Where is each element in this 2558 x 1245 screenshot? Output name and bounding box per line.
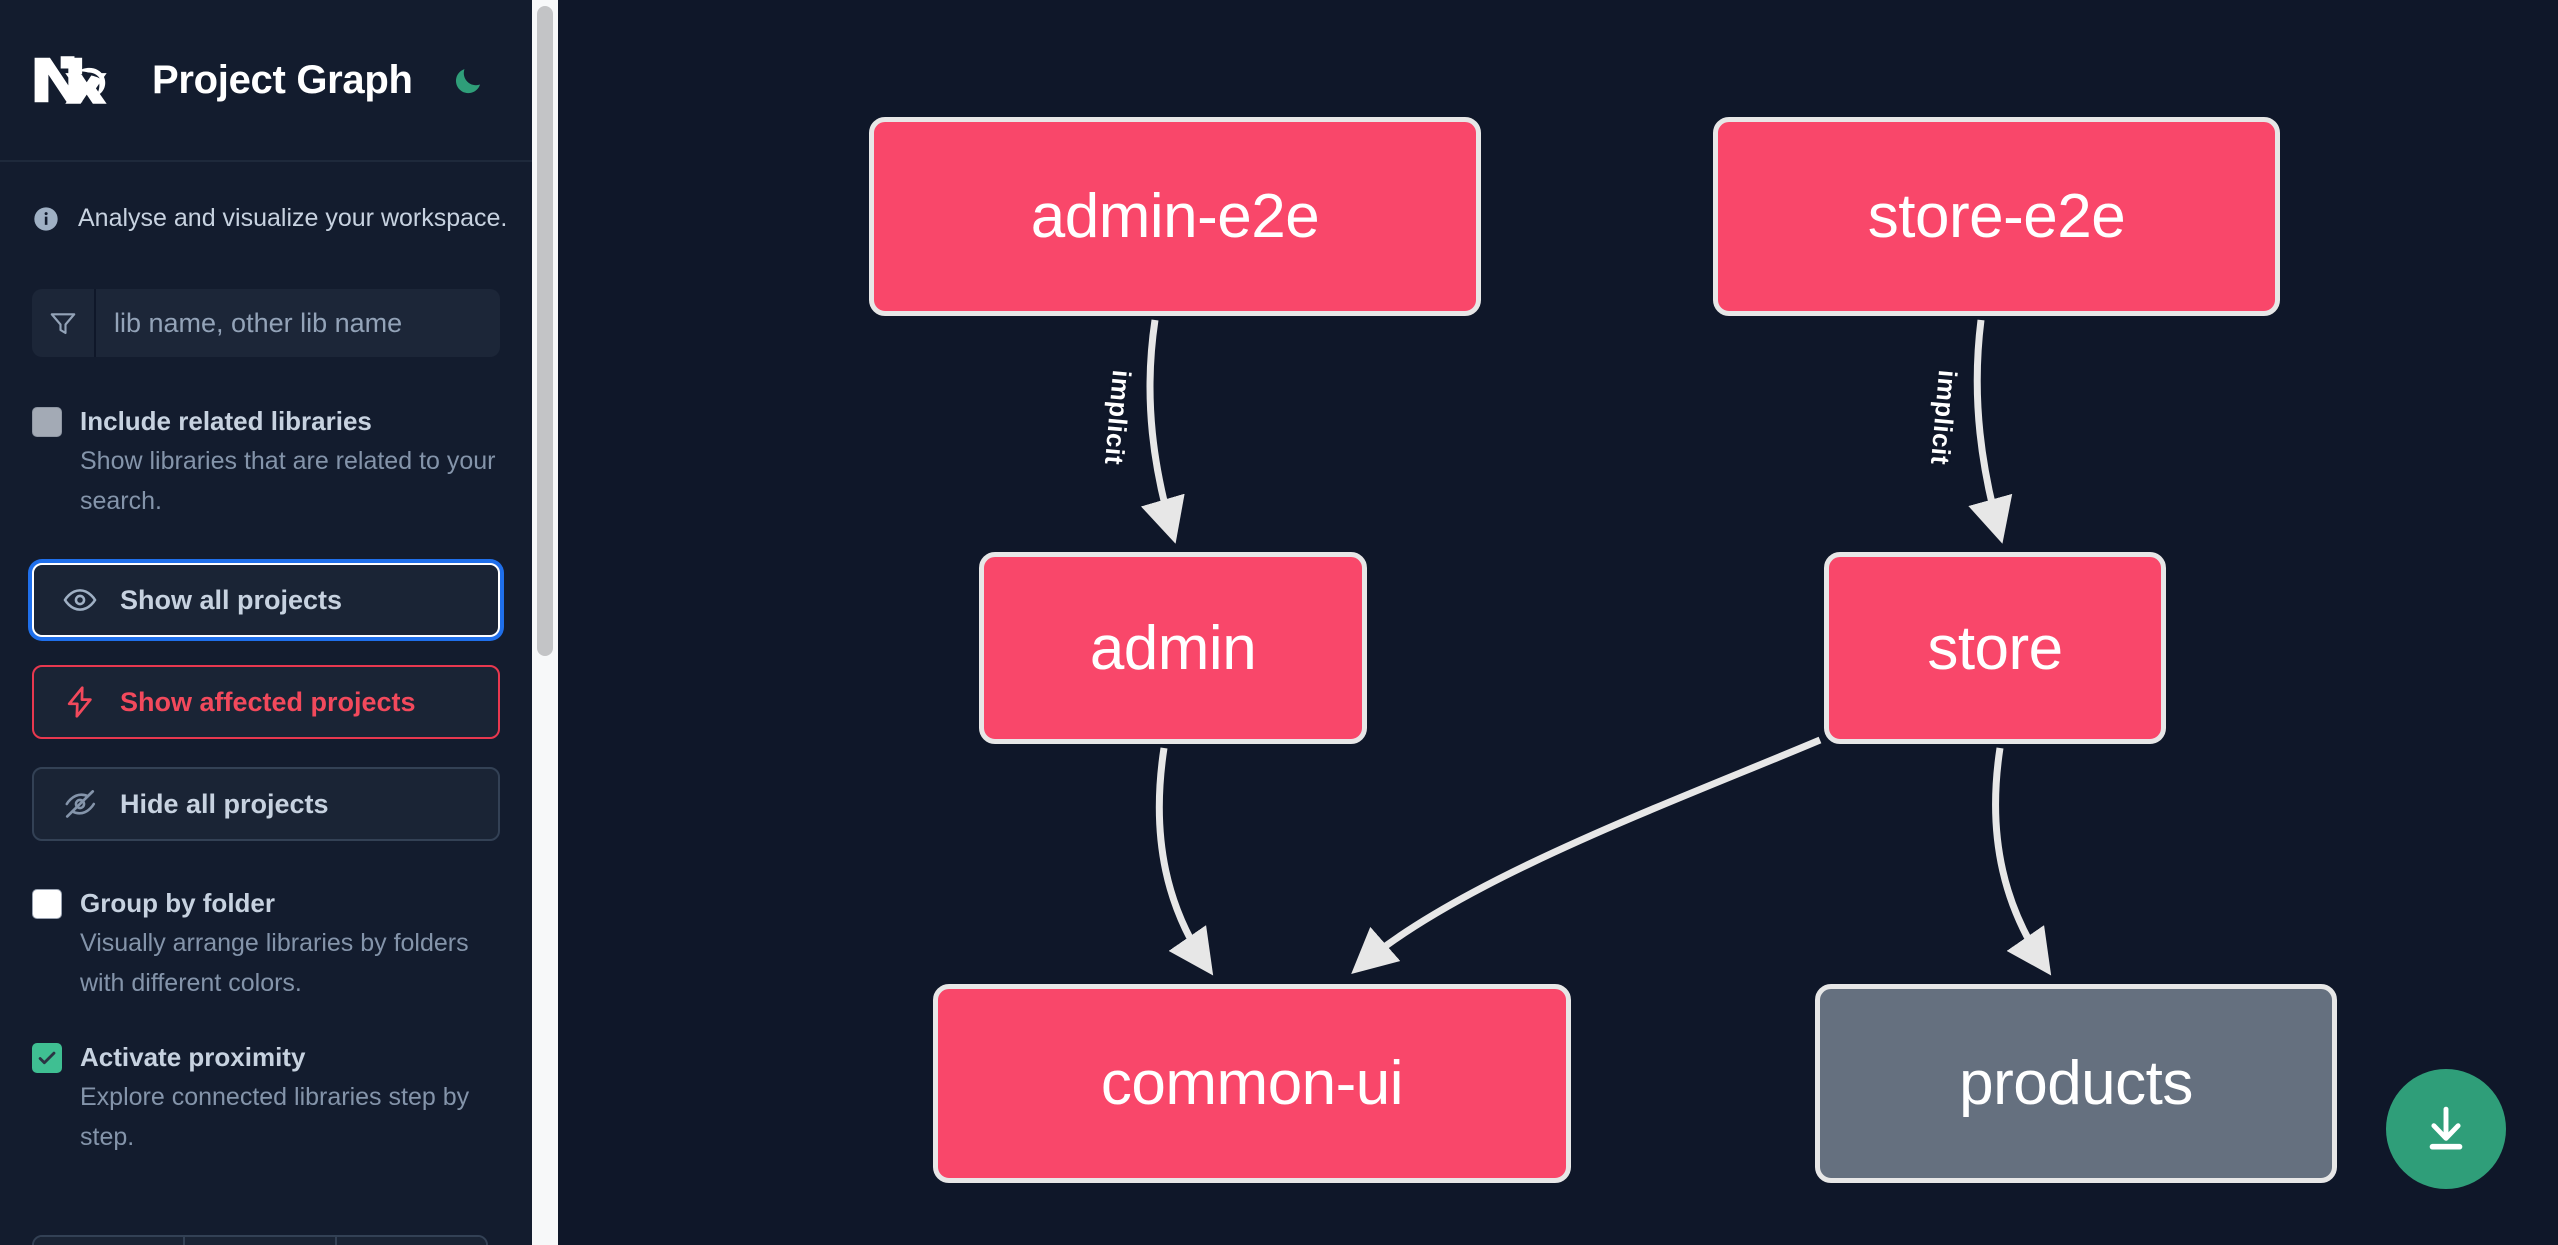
download-button[interactable]	[2386, 1069, 2506, 1189]
filter-funnel-icon	[32, 289, 96, 357]
proximity-stepper-segment-2[interactable]	[185, 1237, 337, 1245]
include-related-libraries-checkbox[interactable]	[32, 407, 62, 437]
proximity-stepper-segment-1[interactable]	[34, 1237, 186, 1245]
activate-proximity-label: Activate proximity	[80, 1042, 306, 1072]
include-related-libraries-label: Include related libraries	[80, 406, 372, 436]
edge-store-to-common-ui	[1351, 736, 1822, 975]
activate-proximity-description: Explore connected libraries step by step…	[80, 1083, 470, 1151]
option-group-by-folder[interactable]: Group by folder Visually arrange librari…	[0, 883, 532, 1003]
sidebar-scrollbar-thumb[interactable]	[537, 6, 553, 656]
graph-node-admin[interactable]: admin	[979, 552, 1367, 744]
project-visibility-buttons: Show all projects Show affected projects	[0, 563, 532, 841]
workspace-info: Analyse and visualize your workspace.	[0, 162, 532, 233]
show-affected-projects-button[interactable]: Show affected projects	[32, 665, 500, 739]
hide-all-projects-label: Hide all projects	[120, 788, 329, 819]
proximity-stepper-control[interactable]	[32, 1235, 488, 1245]
graph-edges	[1140, 319, 2052, 976]
info-icon	[32, 205, 60, 233]
option-activate-proximity[interactable]: Activate proximity Explore connected lib…	[0, 1037, 532, 1157]
group-by-folder-checkbox[interactable]	[32, 889, 62, 919]
show-all-projects-button[interactable]: Show all projects	[32, 563, 500, 637]
sidebar-content: Project Graph Analyse and visualize yo	[0, 0, 532, 1245]
activate-proximity-checkbox[interactable]	[32, 1043, 62, 1073]
edge-admin-to-common-ui	[1155, 747, 1214, 976]
hide-all-projects-button[interactable]: Hide all projects	[32, 767, 500, 841]
edge-admin-e2e-to-admin	[1140, 319, 1185, 544]
checkmark-icon	[36, 1047, 58, 1069]
option-include-related-libraries[interactable]: Include related libraries Show libraries…	[0, 401, 532, 521]
graph-node-store-e2e[interactable]: store-e2e	[1713, 117, 2280, 316]
show-affected-projects-label: Show affected projects	[120, 686, 416, 717]
lightning-icon	[62, 684, 98, 720]
eye-off-icon	[62, 786, 98, 822]
sidebar-header: Project Graph	[0, 0, 532, 162]
graph-canvas[interactable]: implicit implicit admin-e2e store-e2e ad…	[558, 0, 2558, 1245]
group-by-folder-description: Visually arrange libraries by folders wi…	[80, 929, 469, 997]
page-title: Project Graph	[152, 57, 413, 102]
search-box[interactable]	[32, 289, 500, 357]
graph-node-store[interactable]: store	[1824, 552, 2166, 744]
nx-logo-icon	[30, 50, 122, 110]
edge-store-to-products	[1992, 747, 2052, 976]
group-by-folder-label: Group by folder	[80, 888, 275, 918]
search-input[interactable]	[96, 289, 500, 357]
graph-node-products[interactable]: products	[1815, 984, 2337, 1183]
workspace-info-text: Analyse and visualize your workspace.	[78, 204, 508, 232]
eye-icon	[62, 582, 98, 618]
graph-node-common-ui[interactable]: common-ui	[933, 984, 1571, 1183]
edge-store-e2e-to-store	[1968, 319, 2013, 544]
graph-node-admin-e2e[interactable]: admin-e2e	[869, 117, 1481, 316]
show-all-projects-label: Show all projects	[120, 584, 343, 615]
sidebar-scrollbar[interactable]	[532, 0, 558, 1245]
proximity-stepper-segment-3[interactable]	[336, 1237, 486, 1245]
download-icon	[2418, 1101, 2474, 1157]
sidebar: Project Graph Analyse and visualize yo	[0, 0, 558, 1245]
moon-icon[interactable]	[445, 57, 491, 103]
include-related-libraries-description: Show libraries that are related to your …	[80, 447, 496, 515]
